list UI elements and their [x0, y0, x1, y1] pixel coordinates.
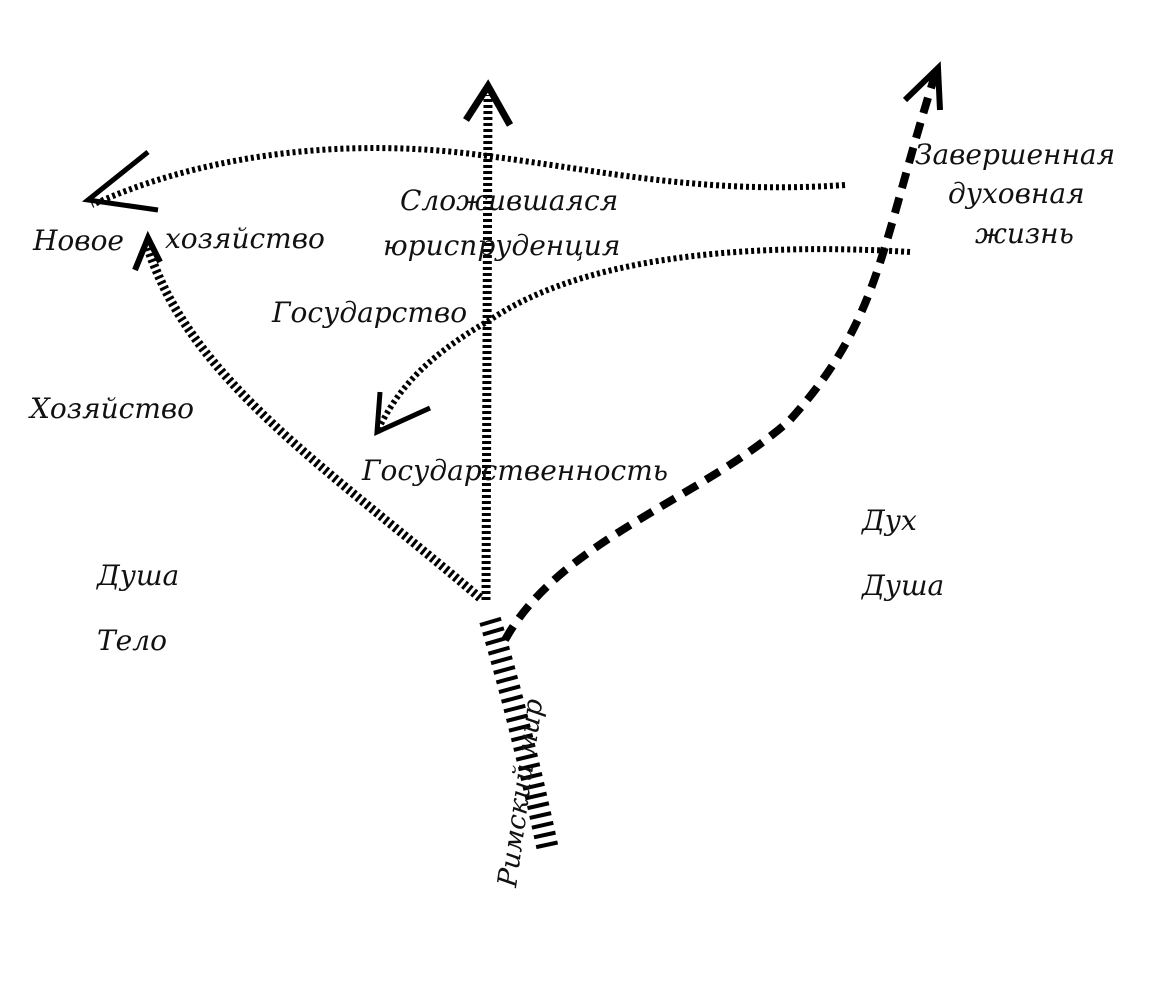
new-economy-curve	[90, 145, 846, 208]
statehood-curve	[375, 246, 911, 432]
jurisprudence-arrowhead	[463, 79, 514, 127]
label-novoe: Новое	[32, 224, 124, 257]
statehood-arrowhead	[374, 391, 432, 437]
label-new-economy: хозяйство	[165, 222, 325, 255]
economy-curve	[143, 246, 483, 602]
label-body: Тело	[97, 624, 167, 657]
economy-arrowhead	[132, 230, 163, 272]
label-completed: Завершенная	[915, 138, 1115, 171]
label-soul-right: Душа	[860, 569, 944, 602]
spiritual-life-curve	[501, 73, 939, 642]
label-spirit: Дух	[860, 504, 917, 537]
label-economy: Хозяйство	[28, 392, 194, 425]
label-statehood: Государственность	[361, 454, 668, 487]
roman-world-trunk	[479, 616, 559, 853]
label-soul-left: Душа	[95, 559, 179, 592]
label-jurisprudence: юриспруденция	[383, 229, 620, 262]
spiritual-life-arrowhead	[902, 61, 943, 111]
label-state: Государство	[271, 296, 467, 329]
jurisprudence-arrow	[481, 94, 493, 601]
label-life: жизнь	[975, 217, 1074, 250]
new-economy-arrowhead	[81, 150, 159, 213]
label-spiritual: духовная	[948, 177, 1085, 210]
label-established: Сложившаяся	[400, 184, 618, 217]
